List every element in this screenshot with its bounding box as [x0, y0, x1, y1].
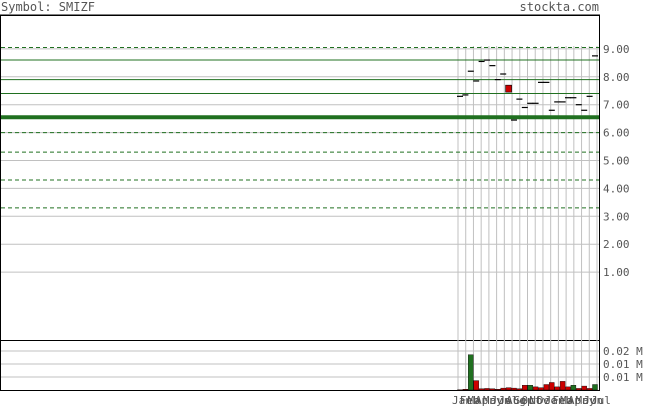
volume-bar: [484, 388, 490, 391]
volume-bar: [576, 388, 582, 391]
x-tick-label: Jun: [491, 394, 511, 406]
volume-bar: [505, 387, 512, 391]
price-tick-label: 5.00: [603, 155, 630, 168]
x-tick-label: Aug: [506, 394, 526, 406]
symbol-label: Symbol: SMIZF: [1, 0, 95, 14]
volume-tick-label: 0.01 M: [603, 358, 643, 371]
x-tick-label: Feb: [460, 394, 480, 406]
volume-bar: [586, 388, 593, 391]
price-tick-label: 3.00: [603, 210, 630, 223]
volume-bar: [538, 387, 544, 391]
volume-bars: [457, 354, 598, 391]
volume-bar: [511, 387, 517, 391]
volume-bar: [473, 380, 479, 391]
x-tick-label: Apr: [568, 394, 588, 406]
x-tick-label: Jul: [591, 394, 611, 406]
volume-panel: [0, 340, 600, 391]
x-grid: [457, 46, 598, 390]
volume-bar: [581, 385, 587, 391]
candles: [457, 55, 598, 121]
volume-bar: [527, 385, 533, 391]
x-tick-label: Mar: [467, 394, 487, 406]
volume-bar: [522, 385, 528, 391]
volume-bar: [592, 384, 598, 391]
price-tick-label: 7.00: [603, 99, 630, 112]
volume-bar: [495, 389, 501, 391]
x-tick-label: Jul: [498, 394, 518, 406]
x-tick-label: Nov: [529, 394, 549, 406]
x-tick-label: Sep: [514, 394, 534, 406]
volume-bar: [565, 386, 571, 391]
price-tick-label: 8.00: [603, 71, 630, 84]
volume-bar: [500, 387, 506, 391]
price-tick-label: 2.00: [603, 238, 630, 251]
volume-bar: [478, 388, 485, 391]
x-tick-label: Oct: [522, 394, 542, 406]
volume-bar: [457, 389, 463, 391]
price-axis-labels: 1.00 2.00 3.00 4.00 5.00 6.00 7.00 8.00 9.00: [603, 43, 630, 279]
volume-bar: [532, 386, 539, 391]
volume-bar: [468, 354, 474, 391]
site-label: stockta.com: [520, 0, 599, 14]
volume-bar: [549, 382, 555, 391]
volume-tick-label: 0.01 M: [603, 371, 643, 384]
x-tick-label: Jan: [452, 394, 472, 406]
price-levels: [1, 47, 599, 209]
x-tick-label: Mar: [560, 394, 580, 406]
price-tick-label: 9.00: [603, 43, 630, 56]
x-axis-labels: JanFebMarAprMayJunJulAugSepOctNovDecJanF…: [452, 394, 611, 406]
price-panel: [0, 15, 600, 341]
price-tick-label: 6.00: [603, 127, 630, 140]
volume-bar: [543, 384, 550, 391]
volume-bar: [516, 388, 523, 391]
x-tick-label: Jun: [583, 394, 603, 406]
x-tick-label: Dec: [537, 394, 557, 406]
x-tick-label: May: [483, 394, 503, 406]
x-tick-label: May: [576, 394, 596, 406]
volume-axis-labels: 0.01 M0.01 M0.02 M: [603, 345, 643, 384]
volume-tick-label: 0.02 M: [603, 345, 643, 358]
volume-grid: [1, 350, 599, 378]
volume-bar: [489, 388, 496, 391]
x-tick-label: Jan: [545, 394, 565, 406]
volume-bar: [559, 381, 566, 391]
price-tick-label: 1.00: [603, 266, 630, 279]
candle-body: [505, 84, 512, 93]
volume-bar: [554, 386, 560, 391]
x-tick-label: Feb: [552, 394, 572, 406]
x-tick-label: Apr: [475, 394, 495, 406]
price-tick-label: 4.00: [603, 182, 630, 195]
volume-bar: [570, 385, 577, 391]
volume-bar: [462, 389, 469, 391]
